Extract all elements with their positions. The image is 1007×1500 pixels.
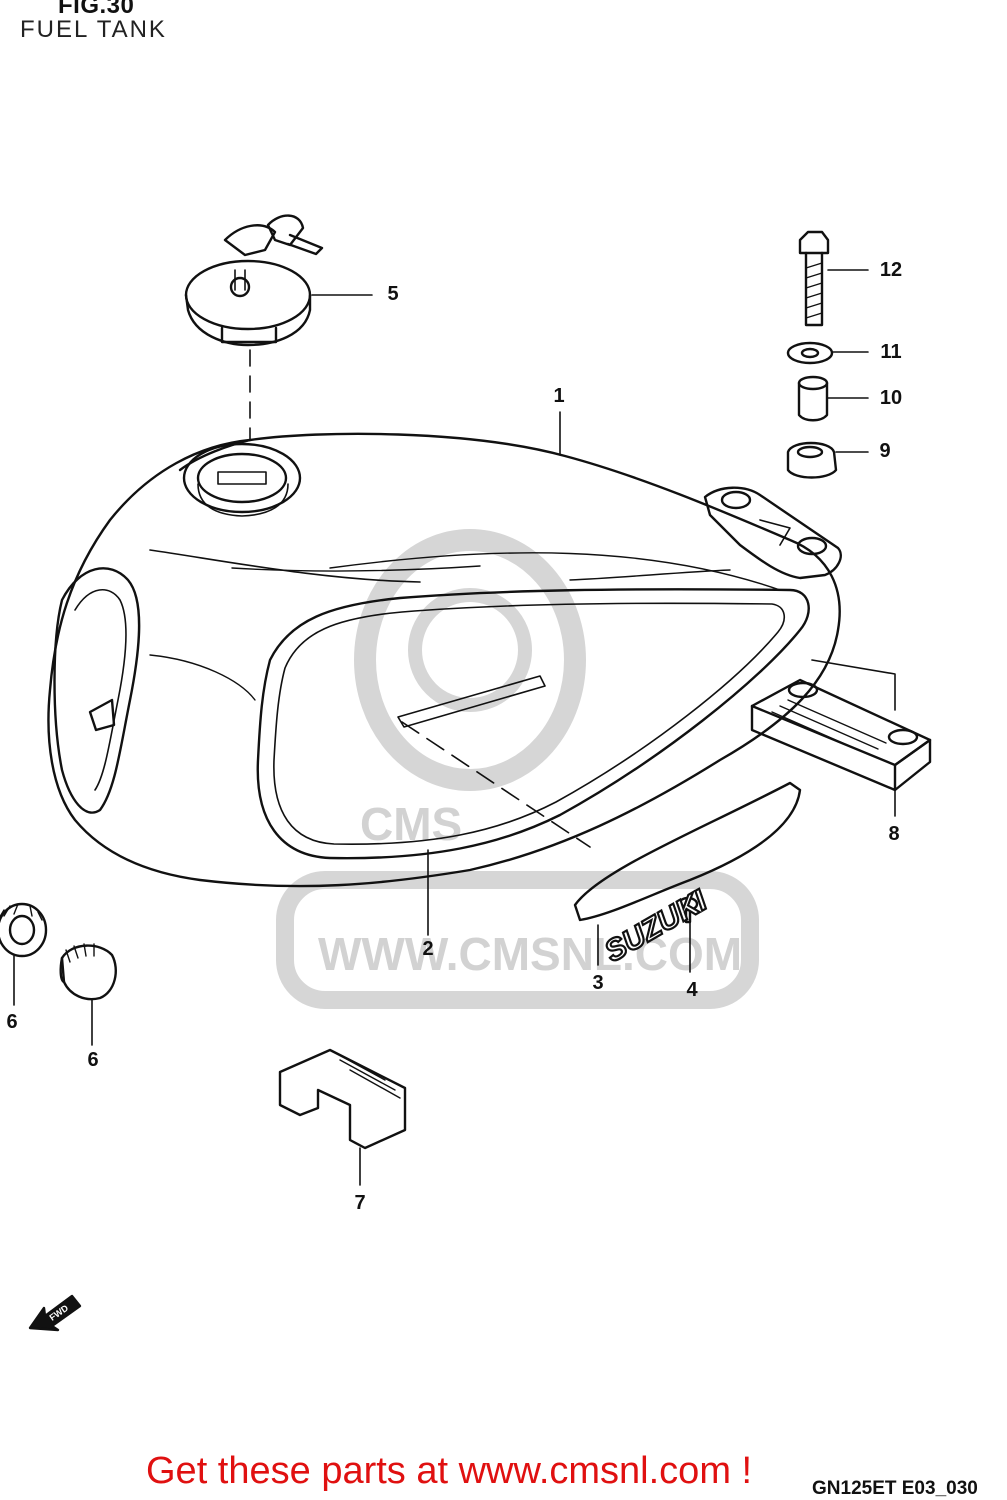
- rear-mount-bracket: [703, 486, 842, 580]
- screw: [677, 896, 699, 924]
- callout-7: 7: [354, 1192, 365, 1214]
- washer: [786, 341, 834, 365]
- callout-2: 2: [422, 938, 433, 960]
- side-cushion-b: [59, 943, 117, 1001]
- fuel-cap: [184, 214, 324, 347]
- callout-11: 11: [880, 341, 901, 363]
- tank-panel: [256, 588, 810, 860]
- leader-lines: [13, 269, 896, 1186]
- tank-knee-recess: [53, 567, 141, 814]
- collar: [797, 375, 829, 422]
- side-cushion-a: [0, 902, 48, 958]
- bolt: [798, 230, 830, 327]
- watermark-text: WWW.CMSNL.COM: [318, 928, 742, 980]
- callout-4: 4: [686, 979, 698, 1001]
- grommet: [786, 441, 838, 479]
- callout-6a: 6: [6, 1011, 17, 1033]
- emblem: [573, 781, 802, 922]
- callout-3: 3: [592, 972, 603, 994]
- callout-labels: 1 2 3 4 5 6 6 7 8 9 10 11 12: [6, 259, 902, 1214]
- callout-9: 9: [879, 440, 890, 462]
- callout-10: 10: [880, 387, 902, 409]
- figure-number: FIG.30: [58, 0, 135, 19]
- fwd-arrow-icon: [28, 1294, 82, 1332]
- callout-6b: 6: [87, 1049, 98, 1071]
- rear-cushion: [750, 678, 932, 792]
- get-parts-link[interactable]: Get these parts at www.cmsnl.com !: [146, 1450, 753, 1492]
- callout-5: 5: [387, 283, 398, 305]
- callout-12: 12: [880, 259, 902, 281]
- callout-1: 1: [553, 385, 564, 407]
- figure-title: FUEL TANK: [20, 16, 167, 43]
- diagram-code: GN125ET E03_030: [812, 1478, 978, 1499]
- tank-cushion-clip: [278, 1048, 407, 1150]
- watermark: CMS WWW.CMSNL.COM: [276, 529, 759, 1009]
- callout-8: 8: [888, 823, 899, 845]
- filler-neck: [182, 442, 302, 514]
